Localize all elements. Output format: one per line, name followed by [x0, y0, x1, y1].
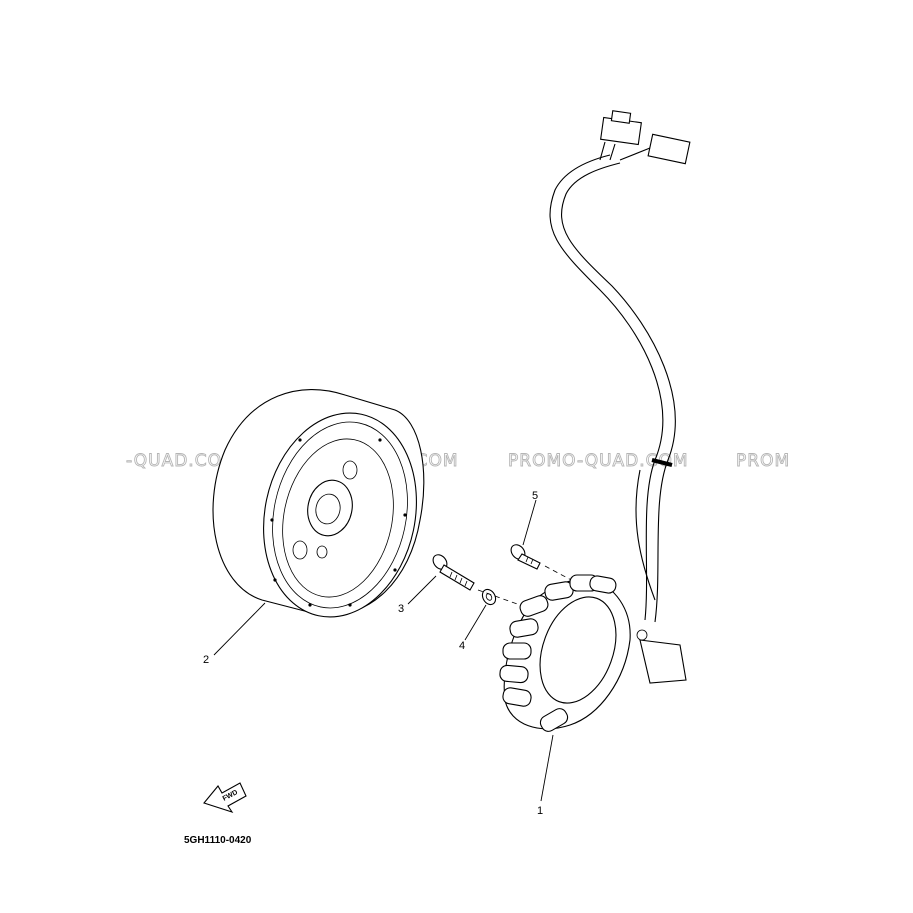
callout-1: 1: [537, 805, 543, 817]
callout-2: 2: [203, 654, 209, 666]
diagram-code: 5GH1110-0420: [184, 835, 252, 846]
connector-b: [647, 133, 691, 165]
watermark-text-right: PROM: [736, 451, 790, 471]
washer-part-4: [481, 588, 497, 606]
stator-coils: [499, 574, 617, 732]
callout-4: 4: [459, 640, 465, 652]
screw-part-5: [510, 544, 541, 570]
callout-3: 3: [398, 603, 404, 615]
watermark-text-mid2: PROMO-QUAD.COM: [508, 451, 689, 471]
fwd-arrow-icon: FWD: [203, 782, 247, 814]
leader-lines: [213, 499, 554, 802]
rotor-rivets: [270, 438, 407, 607]
callout-5: 5: [532, 490, 538, 502]
bolt-part-3: [432, 554, 475, 591]
wire-harness: [549, 110, 691, 623]
flywheel-rotor: [212, 388, 425, 618]
watermark-text-left: -QUAD.COM: [126, 451, 238, 471]
stator-assembly: [499, 574, 687, 732]
